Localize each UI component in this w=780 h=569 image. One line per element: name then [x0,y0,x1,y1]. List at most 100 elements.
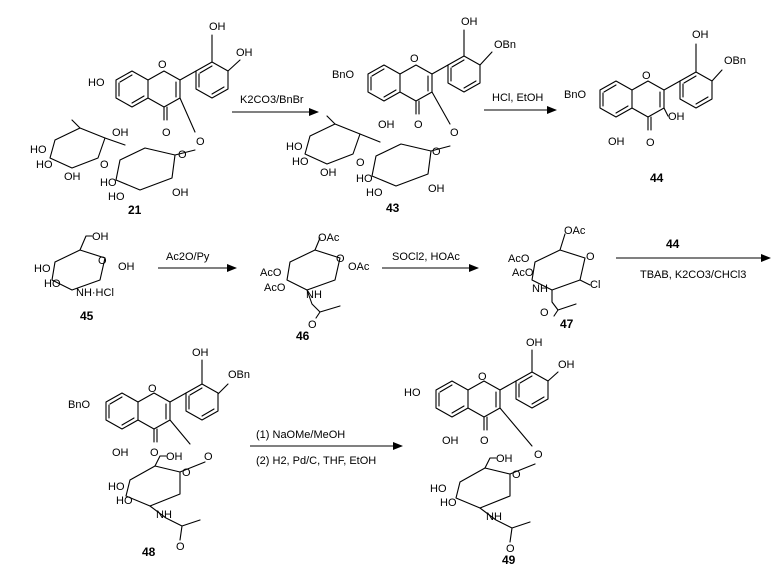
label-ho-21: HO [88,77,105,89]
label-aco-47a: AcO [508,253,530,265]
compound-43: BnO O OH O OH OBn O HO HO OH O HO HO OH … [286,16,516,215]
label-oh-48a: OH [112,447,129,459]
label-oh-45b: OH [118,261,135,273]
arrow-4: SOCl2, HOAc [382,251,479,272]
label-ho-49: HO [404,387,421,399]
label-ho-21s6: HO [108,191,125,203]
label-o-49b: O [506,543,515,555]
compound-45: OH HO HO O OH NH·HCl 45 [34,231,135,323]
label-o-carbonyl-43: O [414,119,423,131]
label-oh-49a: OH [442,435,459,447]
label-oh-49b: OH [526,337,543,349]
label-bno-44: BnO [564,89,586,101]
label-ho-45b: HO [44,278,61,290]
reagent-k2co3-bnbr: K2CO3/BnBr [240,94,304,106]
reagent-hcl-etoh: HCl, EtOH [492,92,543,104]
arrow-1: K2CO3/BnBr [232,94,319,116]
arrow-5: 44 TBAB, K2CO3/CHCl3 [616,237,771,281]
label-o-49s: O [512,469,521,481]
label-oh-49c: OH [558,359,575,371]
label-nh-47: NH [532,283,548,295]
label-ho-49b: HO [440,497,457,509]
reagent-naome: (1) NaOMe/MeOH [256,429,345,441]
label-bno-48: BnO [68,399,90,411]
compound-47: OAc AcO AcO O Cl NH O 47 [508,225,600,331]
label-oh-43s7: OH [428,183,445,195]
label-aco-46b: AcO [264,282,286,294]
label-oh-21b: OH [209,21,226,33]
label-ho-43s5: HO [356,173,373,185]
label-o-carbonyl-49: O [480,435,489,447]
compound-number-45: 45 [80,309,94,323]
compound-number-21: 21 [128,203,142,217]
compound-number-48: 48 [142,545,156,559]
arrow-2: HCl, EtOH [484,92,557,114]
label-oh-44a: OH [608,136,625,148]
label-oh-21c: OH [236,47,253,59]
label-oh-43s3: OH [320,167,337,179]
label-oh-21a: OH [112,127,129,139]
compound-49: HO O OH O OH OH O OH O HO HO NH O 49 [404,337,575,567]
compound-46: OAc AcO AcO O OAc NH O 46 [260,232,370,343]
label-ho-45a: HO [34,263,51,275]
label-o-49: O [478,371,487,383]
label-o-21s4: O [100,159,109,171]
label-oh-44c: OH [668,111,685,123]
label-o-43s8: O [432,146,441,158]
compound-21: HO O OH O OH OH O HO HO OH O HO HO OH O … [30,21,253,217]
label-oh-43a: OH [378,119,395,131]
compound-number-46: 46 [296,329,310,343]
label-nhhcl-45: NH·HCl [76,287,114,299]
label-oh-49d: OH [496,453,513,465]
label-ho-21s5: HO [100,177,117,189]
compound-number-49: 49 [502,553,516,567]
label-o-link-43: O [450,127,459,139]
label-o-46b: O [308,319,317,331]
label-aco-46a: AcO [260,267,282,279]
label-o-carbonyl-44: O [646,137,655,149]
label-ho-43s6: HO [366,187,383,199]
label-ho-21s1: HO [30,144,47,156]
compound-number-44: 44 [650,171,664,185]
label-ho-21s2: HO [36,159,53,171]
label-o-43s4: O [356,157,365,169]
label-oh-45a: OH [92,231,109,243]
label-o-carbonyl-48: O [150,447,159,459]
reagent-h2-pdc: (2) H2, Pd/C, THF, EtOH [256,455,376,467]
reagent-ac2o-py: Ac2O/Py [166,251,210,263]
label-ho-43s2: HO [292,156,309,168]
label-nh-49: NH [486,511,502,523]
label-o-47: O [586,251,595,263]
label-oac-46a: OAc [318,232,340,244]
label-o-44: O [642,70,651,82]
reagent-tbab: TBAB, K2CO3/CHCl3 [640,269,746,281]
label-oh-21s3: OH [64,171,81,183]
label-o-47b: O [540,307,549,319]
label-ho-48a: HO [108,481,125,493]
label-o-21: O [158,59,167,71]
reagent-44: 44 [666,237,680,251]
label-aco-47b: AcO [512,267,534,279]
label-obn-48: OBn [228,369,250,381]
label-o-48s: O [182,467,191,479]
arrow-6: (1) NaOMe/MeOH (2) H2, Pd/C, THF, EtOH [250,429,403,467]
label-oh-44b: OH [692,29,709,41]
label-o-21s8: O [178,149,187,161]
label-nh-46: NH [306,289,322,301]
label-oh-48c: OH [166,451,183,463]
label-oac-47a: OAc [564,225,586,237]
label-o-link-49: O [534,449,543,461]
label-ho-49a: HO [430,483,447,495]
label-ho-43s1: HO [286,141,303,153]
label-oh-21s7: OH [172,187,189,199]
label-nh-48: NH [156,509,172,521]
label-obn-44: OBn [724,55,746,67]
label-o-48b: O [176,541,185,553]
compound-48: BnO O OH O OH OBn O OH O HO HO NH O 48 [68,347,250,559]
label-o-46: O [336,253,345,265]
label-bno-43: BnO [332,69,354,81]
label-o-link-21: O [196,136,205,148]
label-ho-48b: HO [116,495,133,507]
compound-44: BnO O OH O OH OH OBn 44 [564,29,746,185]
